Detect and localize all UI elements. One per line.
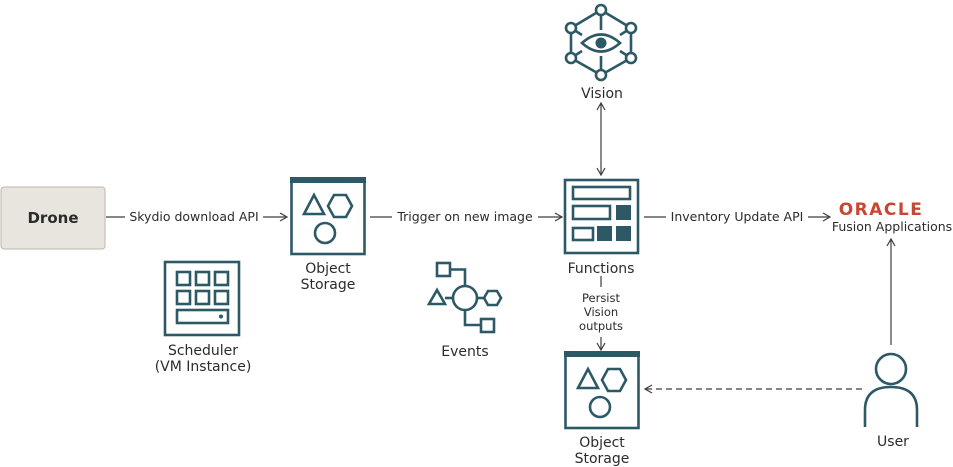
- user-icon: [863, 352, 919, 427]
- object-storage-2-line2: Storage: [575, 451, 630, 467]
- node-object-storage-2: Object Storage: [564, 351, 640, 467]
- functions-icon: [563, 178, 640, 255]
- object-storage-icon: [290, 177, 366, 256]
- events-icon: [426, 261, 503, 334]
- vm-instance-icon: [163, 260, 241, 337]
- edge-user-to-oracle: [886, 237, 896, 345]
- edge-storage-to-functions: Trigger on new image: [370, 209, 564, 224]
- vision-icon: [564, 3, 638, 82]
- object-storage-2-line1: Object: [579, 435, 625, 451]
- scheduler-line2: (VM Instance): [155, 359, 252, 375]
- functions-label: Functions: [568, 261, 635, 277]
- edge-functions-to-storage-2: Persist Vision outputs: [579, 276, 623, 352]
- node-functions: Functions: [563, 178, 640, 277]
- edge-label-skydio-download-api: Skydio download API: [129, 209, 258, 224]
- edge-label-outputs: outputs: [579, 319, 623, 333]
- scheduler-line1: Scheduler: [168, 343, 238, 359]
- drone-label: Drone: [27, 209, 78, 227]
- node-object-storage-1: Object Storage: [290, 177, 366, 293]
- edge-drone-to-object-storage: Skydio download API: [106, 209, 289, 224]
- edge-user-to-storage-2: [643, 384, 862, 394]
- node-scheduler: Scheduler (VM Instance): [155, 260, 252, 375]
- node-vision: Vision: [564, 3, 638, 102]
- oracle-logo: ORACLE: [839, 200, 924, 220]
- events-label: Events: [441, 344, 488, 360]
- vision-label: Vision: [581, 86, 623, 102]
- node-drone: Drone: [0, 186, 106, 250]
- oracle-fusion-label: Fusion Applications: [832, 219, 952, 234]
- edge-label-inventory-update-api: Inventory Update API: [671, 209, 804, 224]
- object-storage-1-line2: Storage: [301, 277, 356, 293]
- edge-functions-to-oracle: Inventory Update API: [644, 209, 832, 224]
- edge-label-trigger-on-new-image: Trigger on new image: [396, 209, 533, 224]
- node-oracle-fusion: ORACLE Fusion Applications: [832, 200, 952, 234]
- user-label: User: [877, 434, 909, 450]
- edge-vision-functions: [596, 101, 606, 177]
- node-events: Events: [426, 261, 503, 360]
- edge-label-vision: Vision: [584, 305, 618, 319]
- node-user: User: [863, 352, 919, 450]
- edge-label-persist: Persist: [582, 291, 621, 305]
- object-storage-1-line1: Object: [305, 261, 351, 277]
- object-storage-icon: [564, 351, 640, 430]
